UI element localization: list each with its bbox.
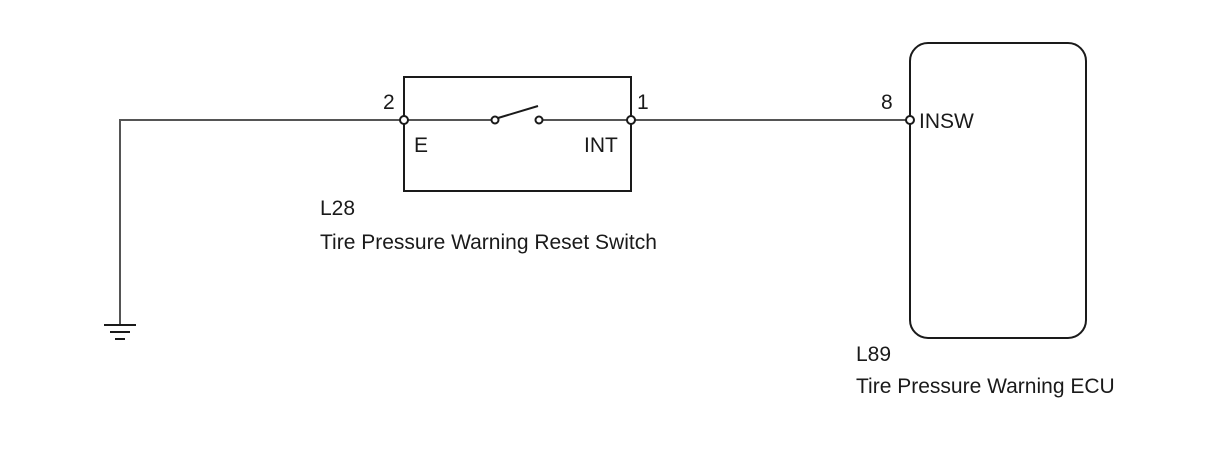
switch-component-name: Tire Pressure Warning Reset Switch (320, 231, 657, 254)
ecu-component-name: Tire Pressure Warning ECU (856, 375, 1115, 398)
switch-pin-left-number: 2 (383, 91, 395, 114)
ecu-pin-8-terminal (905, 115, 915, 125)
reset-switch-box (403, 76, 632, 192)
switch-pin-1-terminal (626, 115, 636, 125)
switch-pin-left-label: E (414, 134, 428, 157)
ground-symbol-icon (104, 324, 136, 340)
switch-contact-icon (490, 105, 544, 125)
ecu-box (909, 42, 1087, 339)
switch-pin-2-terminal (399, 115, 409, 125)
ecu-connector-code: L89 (856, 343, 891, 366)
ground-wire (119, 119, 404, 325)
ecu-pin-label: INSW (919, 110, 974, 133)
ecu-pin-number: 8 (881, 91, 893, 114)
switch-connector-code: L28 (320, 197, 355, 220)
switch-pin-right-number: 1 (637, 91, 649, 114)
switch-pin-right-label: INT (584, 134, 618, 157)
